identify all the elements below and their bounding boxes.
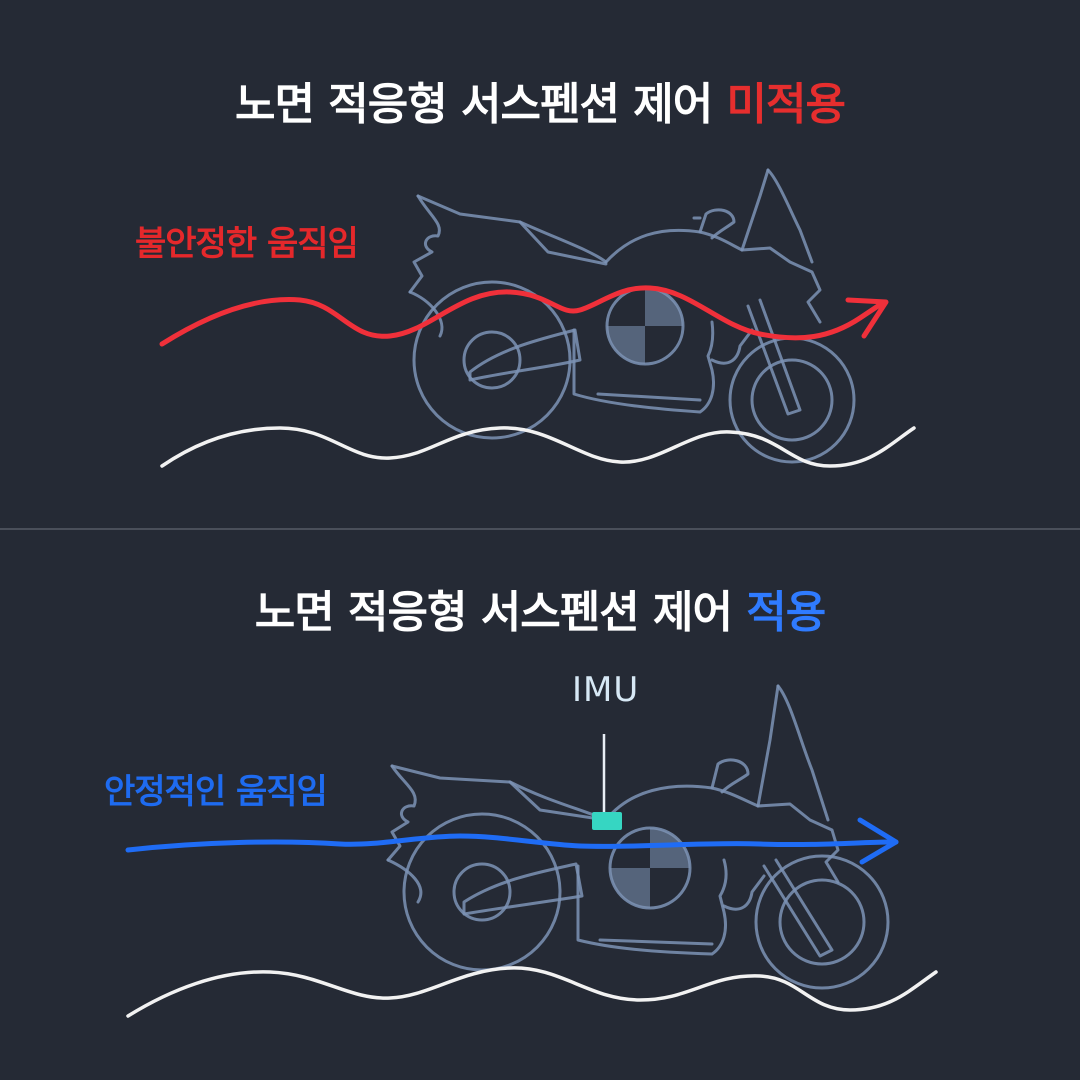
title-main-text: 노면 적응형 서스펜션 제어 <box>254 587 747 638</box>
stable-motion-path <box>125 833 899 853</box>
arrow-right-icon <box>845 297 889 339</box>
panel-divider <box>0 528 1080 530</box>
scene-without-control <box>159 168 916 468</box>
title-accent-text: 적용 <box>746 587 826 638</box>
unstable-motion-label: 불안정한 움직임 <box>135 224 359 264</box>
scene-with-control <box>125 684 938 1018</box>
panel-without-control: 노면 적응형 서스펜션 제어 미적용 불안정한 움직임 <box>0 0 1080 528</box>
panel-title: 노면 적응형 서스펜션 제어 적용 <box>0 576 1080 640</box>
imu-label: IMU <box>572 670 640 710</box>
imu-sensor-icon <box>592 812 622 830</box>
title-main-text: 노면 적응형 서스펜션 제어 <box>234 79 727 130</box>
road-surface-line <box>160 426 916 468</box>
unstable-motion-path <box>159 285 887 347</box>
motorcycle-outline-icon <box>408 168 856 464</box>
panel-title: 노면 적응형 서스펜션 제어 미적용 <box>0 68 1080 132</box>
road-surface-line <box>126 966 938 1018</box>
panel-with-control: 노면 적응형 서스펜션 제어 적용 IMU 안정적인 움직임 <box>0 530 1080 1080</box>
arrow-right-icon <box>857 817 899 865</box>
title-accent-text: 미적용 <box>726 79 846 130</box>
stable-motion-label: 안정적인 움직임 <box>104 772 328 812</box>
